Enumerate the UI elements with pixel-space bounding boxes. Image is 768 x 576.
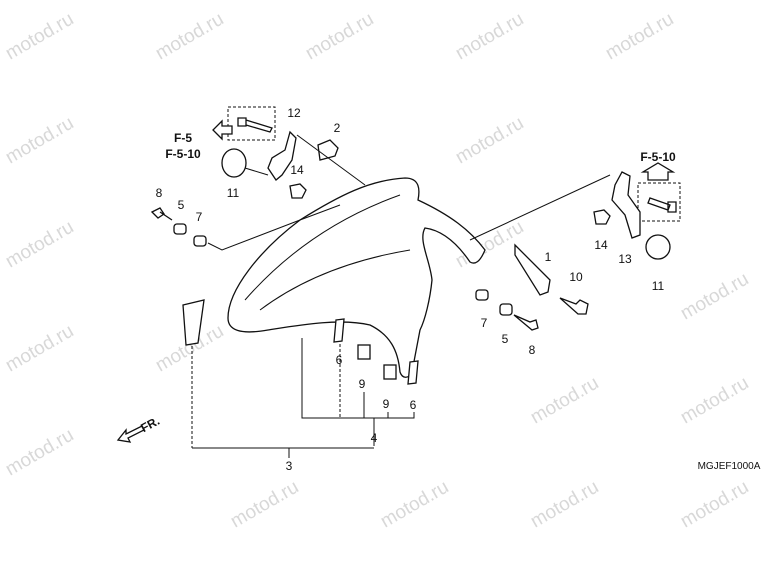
watermark-text: motod.ru <box>527 373 602 429</box>
watermark-text: motod.ru <box>2 113 77 169</box>
callout-5-right: 5 <box>502 332 509 346</box>
callout-8-left: 8 <box>156 186 163 200</box>
bolt-8-left <box>150 207 173 221</box>
pad-6-a <box>333 318 345 343</box>
watermark-text: motod.ru <box>377 477 452 533</box>
bracket-line-3 <box>192 447 374 458</box>
leader <box>207 204 341 251</box>
front-arrow-icon <box>116 425 145 443</box>
nut-14-left <box>289 183 307 199</box>
diagram-code: MGJEF1000A <box>698 461 761 472</box>
callout-8-right: 8 <box>529 343 536 357</box>
grommet-5-left <box>173 223 187 235</box>
callout-7-left: 7 <box>196 210 203 224</box>
watermark-text: motod.ru <box>452 9 527 65</box>
callout-10: 10 <box>569 270 583 284</box>
callout-12: 12 <box>287 106 301 120</box>
watermark-text: motod.ru <box>2 9 77 65</box>
reflector-left <box>221 148 247 178</box>
watermark-text: motod.ru <box>677 477 752 533</box>
ref-label-f510-right: F-5-10 <box>640 150 676 164</box>
nut-14-right <box>593 209 611 225</box>
collar-7-left <box>193 235 207 247</box>
reflector-right <box>645 234 671 260</box>
bolt-icon <box>237 117 273 133</box>
watermark-text: motod.ru <box>302 9 377 65</box>
watermark-text: motod.ru <box>677 373 752 429</box>
callout-4: 4 <box>371 431 378 445</box>
clip-9-a <box>357 344 371 360</box>
watermark-text: motod.ru <box>2 425 77 481</box>
ref-label-f510-left: F-5-10 <box>165 147 201 161</box>
leader <box>296 134 366 186</box>
collar-7-right <box>475 289 489 301</box>
clip-9-b <box>383 364 397 380</box>
watermark-text: motod.ru <box>227 477 302 533</box>
watermark-text: motod.ru <box>527 477 602 533</box>
leader <box>244 167 269 176</box>
watermark-text: motod.ru <box>2 217 77 273</box>
watermark-text: motod.ru <box>152 9 227 65</box>
ref-arrow-left-icon <box>212 119 233 141</box>
callout-7-right: 7 <box>481 316 488 330</box>
watermark-text: motod.ru <box>677 269 752 325</box>
callout-14-right: 14 <box>594 238 608 252</box>
callout-14-left: 14 <box>290 163 304 177</box>
bracket-line-4 <box>301 338 415 419</box>
callout-6-a: 6 <box>336 353 343 367</box>
callout-5-left: 5 <box>178 198 185 212</box>
fender-stay-part <box>514 243 551 296</box>
fender-tape <box>182 299 205 346</box>
bracket-12 <box>267 130 297 181</box>
bolt-icon-right <box>647 197 677 213</box>
bracket-13 <box>611 171 641 239</box>
bolt-8-right <box>513 314 539 331</box>
leader <box>363 392 389 446</box>
callout-6-b: 6 <box>410 398 417 412</box>
callout-1: 1 <box>545 250 552 264</box>
front-fender <box>227 177 486 378</box>
leader <box>469 174 611 241</box>
callout-11-left: 11 <box>227 186 240 200</box>
watermark-text: motod.ru <box>602 9 677 65</box>
callout-2: 2 <box>334 121 341 135</box>
front-indicator-label: FR. <box>138 414 162 435</box>
pad-6-b <box>407 360 419 385</box>
callout-13: 13 <box>618 252 632 266</box>
clamp-2 <box>317 139 339 161</box>
callout-9-a: 9 <box>359 377 366 391</box>
bolt-10 <box>559 297 589 315</box>
callout-3: 3 <box>286 459 293 473</box>
fender-crease-2 <box>259 249 411 311</box>
fender-crease <box>244 194 401 301</box>
grommet-5-right <box>499 303 513 316</box>
bolt-ref-box-right <box>637 182 681 222</box>
watermark-text: motod.ru <box>2 321 77 377</box>
watermark-text: motod.ru <box>452 113 527 169</box>
callout-11-right: 11 <box>652 279 665 293</box>
ref-arrow-up-icon <box>640 162 676 181</box>
callout-9-b: 9 <box>383 397 390 411</box>
ref-label-f5: F-5 <box>174 131 192 145</box>
